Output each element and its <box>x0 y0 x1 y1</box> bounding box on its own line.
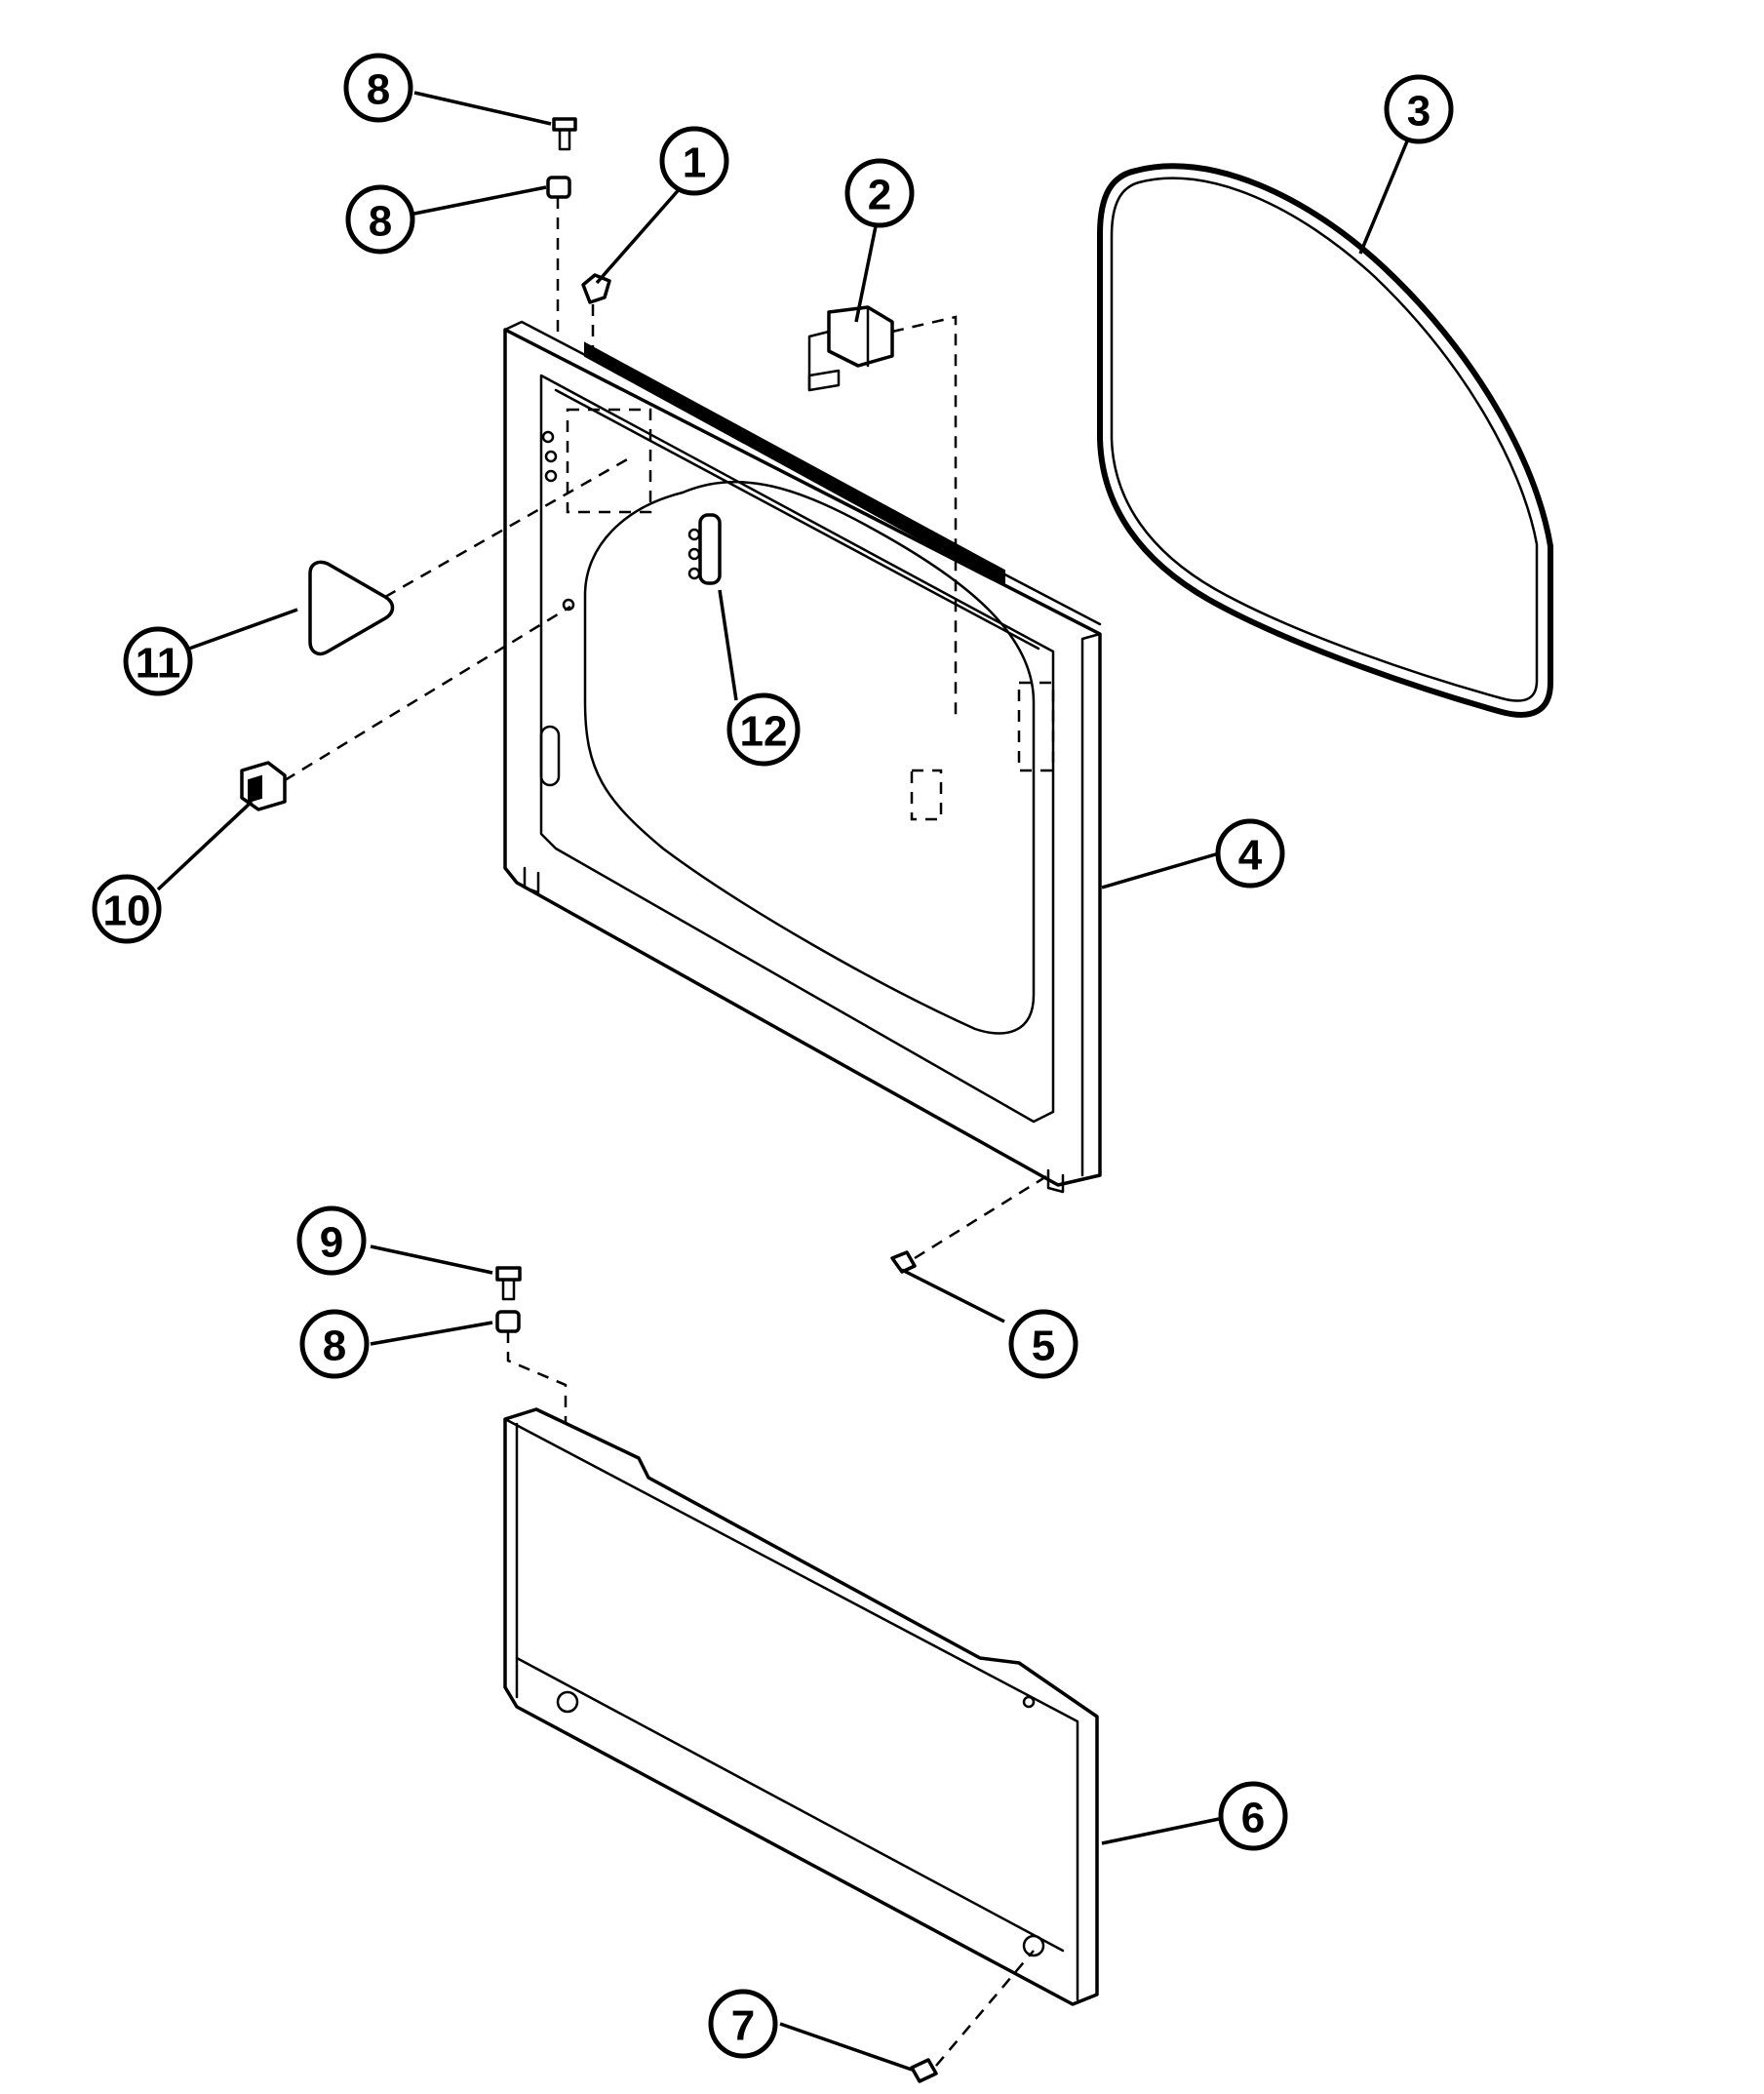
screw-right <box>890 1173 1049 1274</box>
door-switch-bracket <box>581 273 611 366</box>
door-strike <box>687 513 722 585</box>
triangle-label <box>308 456 630 656</box>
spacer-top <box>546 176 571 341</box>
callout-11: 11 <box>123 626 193 696</box>
callout-3: 3 <box>1384 74 1454 144</box>
callout-4: 4 <box>1215 818 1285 889</box>
door-switch-clip <box>240 605 571 811</box>
svg-text:8: 8 <box>369 198 392 246</box>
callout-6: 6 <box>1218 1781 1288 1851</box>
callout-8-lower: 8 <box>299 1309 370 1379</box>
lower-toe-panel <box>503 1407 1099 2006</box>
svg-text:3: 3 <box>1407 88 1431 136</box>
door-switch <box>807 305 958 722</box>
callout-1: 1 <box>659 126 729 196</box>
callout-12: 12 <box>726 692 801 767</box>
callout-5: 5 <box>1008 1309 1078 1379</box>
svg-text:9: 9 <box>320 1219 343 1267</box>
callout-8-top: 8 <box>345 184 415 255</box>
svg-text:12: 12 <box>740 708 788 756</box>
callout-2: 2 <box>844 158 915 228</box>
leader-lines <box>156 91 1411 2072</box>
svg-text:2: 2 <box>868 172 891 219</box>
svg-text:5: 5 <box>1032 1323 1055 1370</box>
callout-7: 7 <box>708 1989 778 2059</box>
callout-10: 10 <box>92 874 162 944</box>
svg-text:4: 4 <box>1238 832 1263 880</box>
screw-lower <box>495 1266 522 1301</box>
door-seal <box>1097 163 1553 718</box>
screw-top <box>552 117 577 151</box>
svg-text:8: 8 <box>323 1323 346 1370</box>
svg-text:11: 11 <box>136 640 181 688</box>
front-panel <box>503 320 1102 1194</box>
callout-9-lower: 9 <box>296 1205 367 1276</box>
svg-text:1: 1 <box>683 139 706 187</box>
callout-9-top: 8 <box>343 53 413 123</box>
screw-bottom <box>910 1950 1035 2083</box>
spacer-lower <box>495 1310 568 1434</box>
svg-text:8: 8 <box>367 66 390 114</box>
svg-text:7: 7 <box>731 2002 755 2050</box>
svg-text:6: 6 <box>1241 1795 1265 1842</box>
svg-text:10: 10 <box>103 888 151 935</box>
